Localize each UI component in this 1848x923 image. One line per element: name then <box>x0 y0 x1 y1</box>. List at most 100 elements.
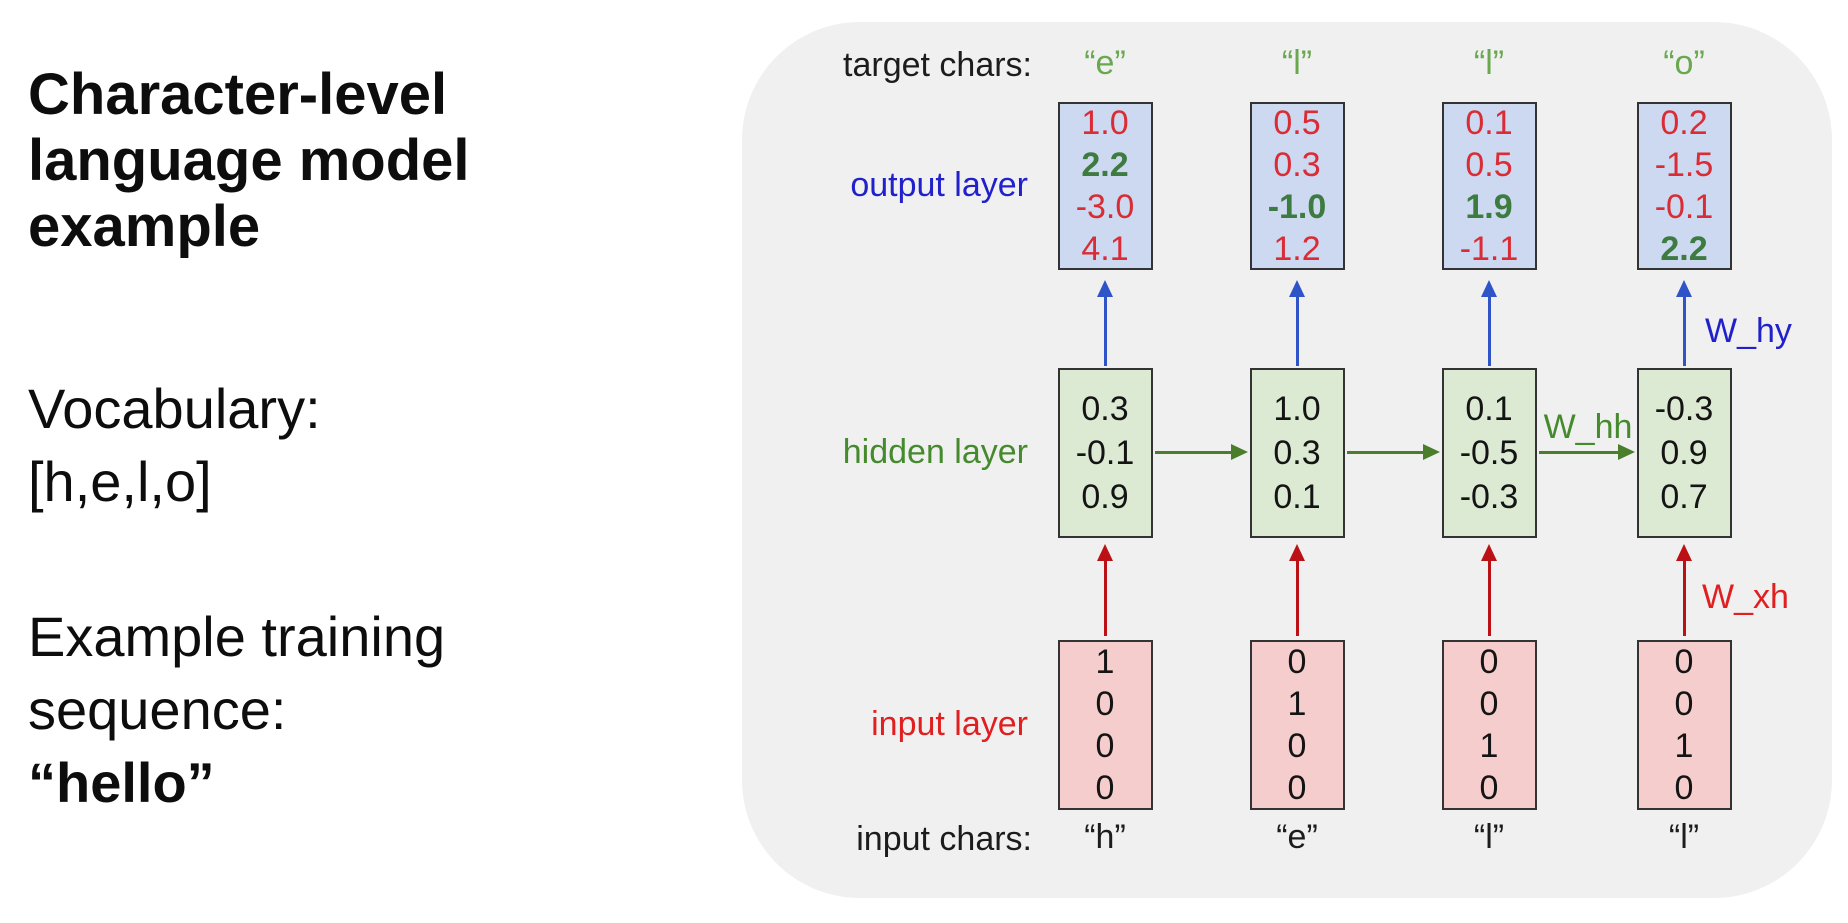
slide-title-line: example <box>28 194 261 259</box>
slide-title-line: Character-level <box>28 62 448 127</box>
output-value: 1.0 <box>1081 104 1129 142</box>
red-arrow-shaft <box>1295 561 1299 636</box>
input-value: 0 <box>1287 643 1307 681</box>
blue-arrowhead-icon <box>1481 280 1497 297</box>
green-arrow-shaft <box>1154 450 1231 454</box>
hidden-vector: 0.1 -0.5 -0.3 <box>1441 368 1537 538</box>
input-value: 0 <box>1095 769 1115 807</box>
input-value: 0 <box>1095 685 1115 723</box>
output-layer-label: output layer <box>850 166 1028 204</box>
input-value: 1 <box>1674 727 1694 765</box>
hidden-value: 0.7 <box>1660 478 1708 516</box>
hidden-to-output-arrow <box>1097 280 1113 366</box>
input-value: 0 <box>1479 643 1499 681</box>
hidden-to-hidden-arrow <box>1538 444 1635 460</box>
output-value: 2.2 <box>1660 230 1708 268</box>
input-value: 0 <box>1287 769 1307 807</box>
blue-arrow-shaft <box>1487 297 1491 366</box>
slide-title-line: language model <box>28 128 470 193</box>
hidden-value: -0.5 <box>1459 434 1519 472</box>
training-sequence-block: Example training sequence: “hello” <box>28 600 445 819</box>
vocabulary-label: Vocabulary: <box>28 377 321 440</box>
blue-arrow-shaft <box>1295 297 1299 366</box>
blue-arrowhead-icon <box>1289 280 1305 297</box>
input-value: 1 <box>1095 643 1115 681</box>
green-arrowhead-icon <box>1617 444 1635 460</box>
target-chars-label: target chars: <box>843 46 1032 84</box>
green-arrowhead-icon <box>1230 444 1248 460</box>
hidden-value: 0.3 <box>1081 390 1129 428</box>
input-value: 0 <box>1095 727 1115 765</box>
slide-title: Character-level language model example <box>28 62 470 260</box>
input-value: 0 <box>1287 727 1307 765</box>
output-value: 2.2 <box>1081 146 1129 184</box>
hidden-value: 0.9 <box>1081 478 1129 516</box>
output-value: -1.1 <box>1459 230 1519 268</box>
input-value: 1 <box>1479 727 1499 765</box>
green-arrow-shaft <box>1538 450 1618 454</box>
red-arrowhead-icon <box>1676 544 1692 561</box>
input-value: 1 <box>1287 685 1307 723</box>
target-char: “e” <box>1084 44 1126 82</box>
output-value: 1.2 <box>1273 230 1321 268</box>
output-vector: 1.0 2.2 -3.0 4.1 <box>1057 102 1153 270</box>
hidden-value: -0.3 <box>1459 478 1519 516</box>
output-value: -1.0 <box>1267 188 1327 226</box>
hidden-value: -0.3 <box>1654 390 1714 428</box>
hidden-layer-label: hidden layer <box>842 433 1028 471</box>
input-vector: 0 0 1 0 <box>1636 640 1732 810</box>
target-char: “o” <box>1663 44 1705 82</box>
input-vector: 0 1 0 0 <box>1249 640 1345 810</box>
red-arrowhead-icon <box>1097 544 1113 561</box>
red-arrowhead-icon <box>1481 544 1497 561</box>
training-line: Example training <box>28 605 446 668</box>
output-value: -0.1 <box>1654 188 1714 226</box>
output-value: -3.0 <box>1075 188 1135 226</box>
hidden-vector: 0.3 -0.1 0.9 <box>1057 368 1153 538</box>
blue-arrowhead-icon <box>1097 280 1113 297</box>
w-hh-label: W_hh <box>1543 408 1633 446</box>
red-arrow-shaft <box>1103 561 1107 636</box>
red-arrow-shaft <box>1682 561 1686 636</box>
hidden-value: 0.9 <box>1660 434 1708 472</box>
blue-arrow-shaft <box>1103 297 1107 366</box>
hidden-vector: -0.3 0.9 0.7 <box>1636 368 1732 538</box>
blue-arrow-shaft <box>1682 297 1686 366</box>
output-value: 4.1 <box>1081 230 1129 268</box>
vocabulary-block: Vocabulary: [h,e,l,o] <box>28 372 321 518</box>
output-value: 0.3 <box>1273 146 1321 184</box>
input-value: 0 <box>1674 643 1694 681</box>
output-value: 0.2 <box>1660 104 1708 142</box>
output-vector: 0.5 0.3 -1.0 1.2 <box>1249 102 1345 270</box>
input-value: 0 <box>1479 769 1499 807</box>
input-char: “e” <box>1276 818 1318 856</box>
output-value: 0.5 <box>1273 104 1321 142</box>
hidden-value: 1.0 <box>1273 390 1321 428</box>
output-value: -1.5 <box>1654 146 1714 184</box>
input-value: 0 <box>1674 769 1694 807</box>
hidden-value: 0.1 <box>1465 390 1513 428</box>
input-to-hidden-arrow <box>1481 544 1497 636</box>
green-arrowhead-icon <box>1422 444 1440 460</box>
hidden-value: -0.1 <box>1075 434 1135 472</box>
input-to-hidden-arrow <box>1676 544 1692 636</box>
red-arrowhead-icon <box>1289 544 1305 561</box>
blue-arrowhead-icon <box>1676 280 1692 297</box>
green-arrow-shaft <box>1346 450 1423 454</box>
hidden-vector: 1.0 0.3 0.1 <box>1249 368 1345 538</box>
hidden-value: 0.1 <box>1273 478 1321 516</box>
input-vector: 1 0 0 0 <box>1057 640 1153 810</box>
hidden-to-output-arrow <box>1676 280 1692 366</box>
input-char: “l” <box>1473 818 1505 856</box>
hidden-to-hidden-arrow <box>1154 444 1248 460</box>
training-sequence-value: “hello” <box>28 751 215 814</box>
input-value: 0 <box>1674 685 1694 723</box>
input-to-hidden-arrow <box>1289 544 1305 636</box>
output-value: 1.9 <box>1465 188 1513 226</box>
w-xh-label: W_xh <box>1702 578 1789 616</box>
hidden-value: 0.3 <box>1273 434 1321 472</box>
output-vector: 0.2 -1.5 -0.1 2.2 <box>1636 102 1732 270</box>
